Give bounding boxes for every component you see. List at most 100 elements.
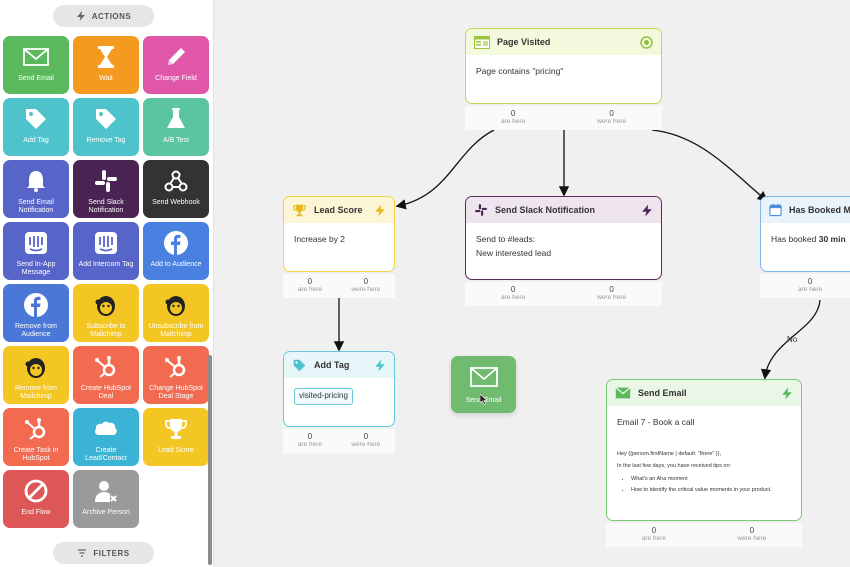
calendar-icon (769, 203, 782, 217)
node-page-visited[interactable]: Page Visited Page contains "pricing" (465, 28, 662, 104)
email-bullet: How to identify the critical value momen… (631, 486, 791, 494)
slack-channel-line: Send to #leads: (476, 234, 536, 244)
filters-section-header[interactable]: FILTERS (53, 542, 154, 564)
lightning-icon (76, 11, 85, 21)
tile-label: Wait (99, 75, 113, 82)
trophy-icon (293, 204, 306, 216)
tile-label: A/B Test (163, 137, 189, 144)
tile-label: Create Lead/Contact (85, 447, 127, 463)
intercom-icon (21, 228, 51, 258)
node-title: Has Booked M (788, 205, 850, 215)
tile-send-email-notification[interactable]: Send Email Notification (3, 160, 69, 218)
node-lead-score[interactable]: Lead Score Increase by 2 (283, 196, 395, 272)
tile-change-field[interactable]: Change Field (143, 36, 209, 94)
tile-wait[interactable]: Wait (73, 36, 139, 94)
tile-add-to-audience[interactable]: Add to Audience (143, 222, 209, 280)
stat-label: were here (597, 118, 627, 125)
tile-change-hubspot-deal-stage[interactable]: Change HubSpot Deal Stage (143, 346, 209, 404)
tile-label: Remove from Mailchimp (14, 385, 57, 401)
actions-label: ACTIONS (91, 11, 132, 21)
tag-icon (293, 359, 306, 371)
stat-label: are here (500, 294, 526, 301)
actions-sidebar: ACTIONS Send Email Wait Change Field Add… (0, 0, 214, 567)
tile-subscribe-to-mailchimp[interactable]: Subscribe to Mailchimp (73, 284, 139, 342)
tile-lead-score[interactable]: Lead Score (143, 408, 209, 466)
tile-create-task-in-hubspot[interactable]: Create Task in HubSpot (3, 408, 69, 466)
tile-create-lead-contact[interactable]: Create Lead/Contact (73, 408, 139, 466)
node-body: Page contains "pricing" (476, 66, 564, 76)
stat-label: are here (297, 286, 322, 293)
tile-label: Remove from Audience (14, 323, 57, 339)
hourglass-icon (91, 42, 121, 72)
tile-send-email[interactable]: Send Email (3, 36, 69, 94)
lightning-icon (781, 387, 793, 400)
stat-are-here: 0 (510, 285, 516, 294)
filter-lines-icon (78, 549, 87, 557)
tile-send-slack-notification[interactable]: Send Slack Notification (73, 160, 139, 218)
stat-are-here: 0 (510, 109, 516, 118)
node-has-booked[interactable]: Has Booked M Has booked 30 min (760, 196, 850, 272)
tile-label: Add Tag (23, 137, 49, 144)
tile-label: Archive Person (82, 509, 130, 516)
tile-remove-from-audience[interactable]: Remove from Audience (3, 284, 69, 342)
tag-icon (21, 104, 51, 134)
bell-icon (21, 166, 51, 196)
lightning-icon (374, 359, 386, 372)
stat-label: were here (351, 441, 381, 448)
node-header: Send Slack Notification (466, 197, 661, 223)
node-header: Add Tag (284, 352, 394, 378)
email-preview: Hey {{person.firstName | default: "there… (617, 450, 791, 495)
stat-are-here: 0 (807, 277, 813, 286)
tile-send-in-app-message[interactable]: Send In-App Message (3, 222, 69, 280)
webhook-icon (161, 166, 191, 196)
tile-label: Add Intercom Tag (78, 261, 134, 268)
flask-icon (161, 104, 191, 134)
tile-remove-tag[interactable]: Remove Tag (73, 98, 139, 156)
node-body: Send to #leads: New interested lead (466, 223, 661, 270)
tile-label: Send Email Notification (18, 199, 54, 215)
stat-were-here: 0 (609, 285, 614, 294)
tile-end-flow[interactable]: End Flow (3, 470, 69, 528)
node-title: Lead Score (314, 205, 363, 215)
browser-window-icon (474, 35, 490, 49)
tile-archive-person[interactable]: Archive Person (73, 470, 139, 528)
tile-label: Create Task in HubSpot (13, 447, 59, 463)
node-title: Page Visited (497, 37, 551, 47)
node-add-tag[interactable]: Add Tag visited-pricing (283, 351, 395, 427)
tile-send-webhook[interactable]: Send Webhook (143, 160, 209, 218)
stat-were-here: 0 (609, 109, 614, 118)
tile-remove-from-mailchimp[interactable]: Remove from Mailchimp (3, 346, 69, 404)
tag-chip: visited-pricing (294, 388, 353, 405)
tile-unsubscribe-from-mailchimp[interactable]: Unsubscribe from Mailchimp (143, 284, 209, 342)
stat-are-here: 0 (307, 277, 313, 286)
tile-label: Remove Tag (86, 137, 126, 144)
node-send-email[interactable]: Send Email Email 7 - Book a call Hey {{p… (606, 379, 802, 521)
mailchimp-icon (161, 290, 191, 320)
tile-label: Lead Score (158, 447, 194, 454)
tile-create-hubspot-deal[interactable]: Create HubSpot Deal (73, 346, 139, 404)
actions-section-header[interactable]: ACTIONS (53, 5, 154, 27)
stat-are-here: 0 (307, 432, 313, 441)
mouse-cursor-icon (480, 394, 488, 405)
node-header: Lead Score (284, 197, 394, 223)
tile-add-tag[interactable]: Add Tag (3, 98, 69, 156)
action-tile-grid: Send Email Wait Change Field Add Tag Rem… (3, 36, 209, 528)
stat-are-here: 0 (651, 526, 657, 535)
node-send-slack-notification[interactable]: Send Slack Notification Send to #leads: … (465, 196, 662, 280)
pencil-icon (161, 42, 191, 72)
stat-label: were here (351, 286, 381, 293)
tag-icon (91, 104, 121, 134)
stat-label: were here (737, 535, 767, 542)
stat-label: are here (798, 286, 823, 293)
tile-label: Change Field (155, 75, 197, 82)
hubspot-icon (161, 352, 191, 382)
node-title: Add Tag (314, 360, 350, 370)
tile-add-intercom-tag[interactable]: Add Intercom Tag (73, 222, 139, 280)
tile-label: Send Webhook (152, 199, 200, 206)
sidebar-scrollbar[interactable] (208, 355, 212, 565)
tile-ab-test[interactable]: A/B Test (143, 98, 209, 156)
node-header: Send Email (607, 380, 801, 406)
filters-label: FILTERS (93, 548, 130, 558)
